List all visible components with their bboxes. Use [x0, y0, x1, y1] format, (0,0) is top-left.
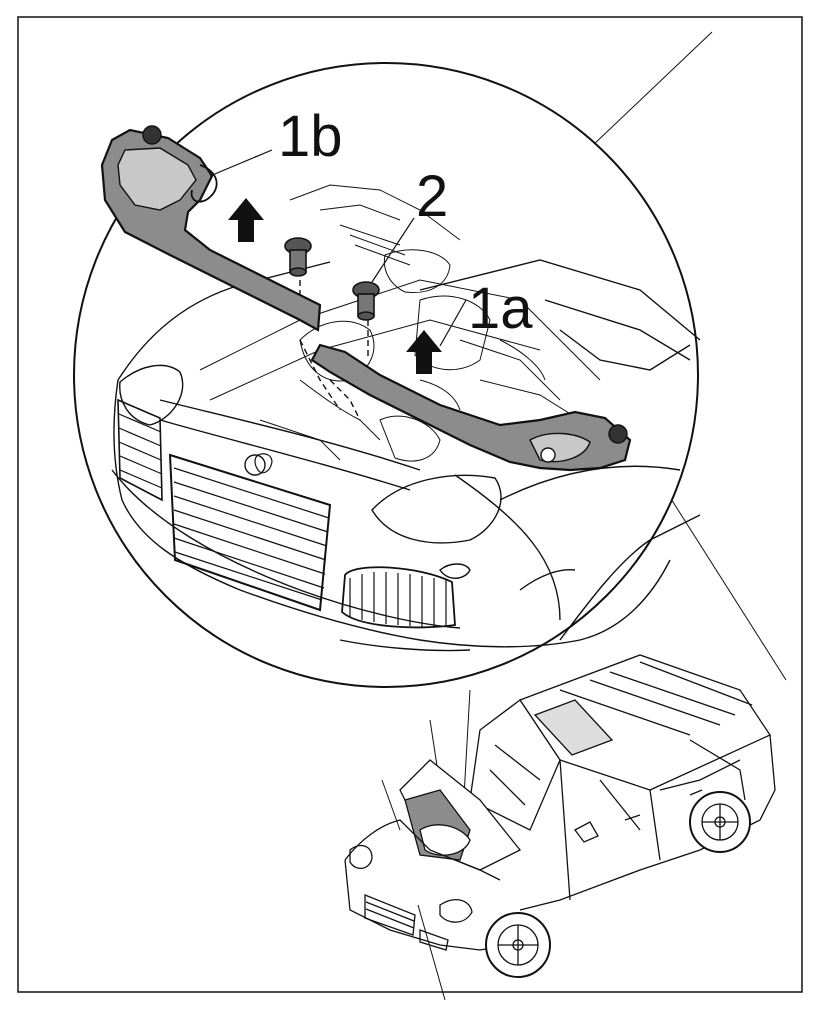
arrow-up-icon — [228, 198, 264, 242]
overview-car — [344, 654, 776, 978]
bolt-left — [284, 237, 312, 277]
detail-engine-bay — [199, 184, 601, 462]
callout-leaders — [209, 149, 467, 347]
detail-car-front — [111, 259, 701, 652]
callout-label-2: 2 — [416, 164, 449, 229]
callout-label-1a: 1a — [468, 276, 533, 341]
removal-arrows — [228, 198, 442, 374]
callout-label-1b: 1b — [278, 104, 343, 169]
bolt-right — [352, 281, 380, 321]
detail-grille — [117, 398, 456, 629]
air-intake-duct — [100, 125, 632, 472]
arrow-up-icon — [406, 330, 442, 374]
fastener-bolts — [284, 237, 380, 321]
